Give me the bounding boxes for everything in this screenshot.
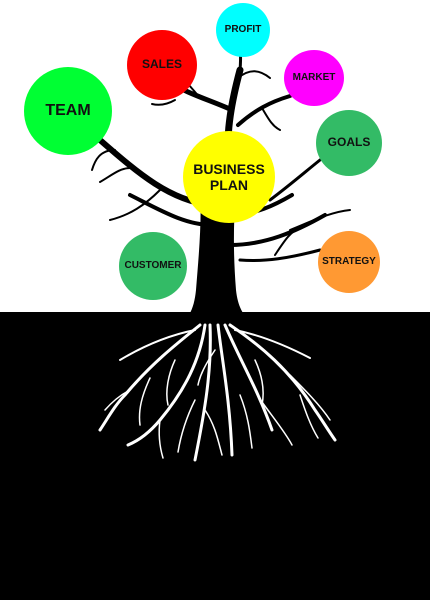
business-plan-line-1: BUSINESS [193,160,265,177]
tree-roots [98,323,337,462]
goals-node: GOALS [316,110,382,176]
profit-node: PROFIT [216,3,270,57]
business-plan-label: BUSINESS PLAN [193,161,265,193]
business-plan-node: BUSINESS PLAN [183,131,275,223]
strategy-node: STRATEGY [318,231,380,293]
market-label: MARKET [292,72,336,84]
strategy-label: STRATEGY [322,256,376,268]
goals-label: GOALS [327,135,371,150]
team-label: TEAM [45,101,91,119]
profit-label: PROFIT [224,24,262,36]
market-node: MARKET [284,50,344,106]
sales-node: SALES [127,30,197,100]
business-plan-line-2: PLAN [209,177,249,193]
tree-trunk [172,150,262,330]
customer-label: CUSTOMER [124,260,182,272]
customer-node: CUSTOMER [119,232,187,300]
ground-area [0,312,430,600]
team-node: TEAM [24,67,112,155]
sales-label: SALES [141,57,182,72]
